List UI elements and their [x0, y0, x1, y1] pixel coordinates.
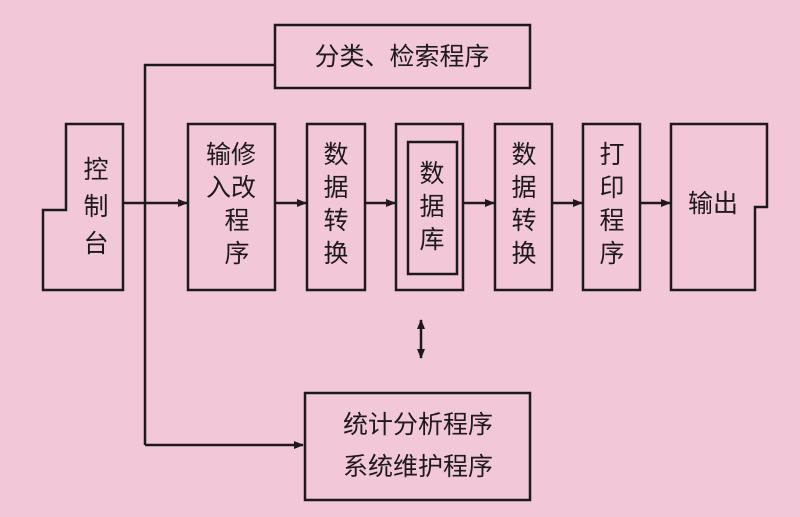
input-modify-box [186, 122, 277, 292]
data-convert-box-1 [305, 122, 367, 292]
convert1-label-1: 数 [323, 140, 348, 169]
input-modify-label-2: 入改 [206, 173, 256, 202]
database-label-3: 库 [419, 225, 444, 254]
database-outer-box [394, 122, 465, 292]
database-label-2: 据 [419, 192, 444, 221]
classify-search-box [273, 23, 532, 90]
database-label-1: 数 [419, 159, 444, 188]
output-box [669, 122, 769, 292]
database-inner-box [406, 140, 459, 276]
input-modify-label-1: 输修 [206, 140, 256, 169]
control-bus-line [143, 63, 275, 445]
convert2-label-4: 换 [511, 239, 536, 268]
maintenance-label: 系统维护程序 [343, 452, 493, 481]
input-modify-label-4: 序 [224, 239, 249, 268]
console-label-1: 控 [83, 155, 108, 184]
output-label: 输出 [688, 189, 738, 218]
print-label-1: 打 [599, 140, 624, 169]
convert1-label-3: 转 [323, 206, 348, 235]
print-label-4: 序 [599, 239, 624, 268]
console-label-2: 制 [83, 192, 108, 221]
convert1-label-2: 据 [323, 173, 348, 202]
print-program-box [581, 122, 642, 292]
input-modify-label-3: 程 [224, 206, 249, 235]
convert2-label-2: 据 [511, 173, 536, 202]
convert1-label-4: 换 [323, 239, 348, 268]
print-label-3: 程 [599, 206, 624, 235]
convert2-label-3: 转 [511, 206, 536, 235]
console-label-3: 台 [83, 229, 108, 258]
data-convert-box-2 [493, 122, 554, 292]
convert2-label-1: 数 [511, 140, 536, 169]
print-label-2: 印 [599, 173, 624, 202]
stats-maintenance-box [303, 391, 532, 502]
classify-search-label: 分类、检索程序 [314, 42, 489, 71]
stats-label: 统计分析程序 [343, 410, 493, 439]
console-box [41, 122, 125, 292]
